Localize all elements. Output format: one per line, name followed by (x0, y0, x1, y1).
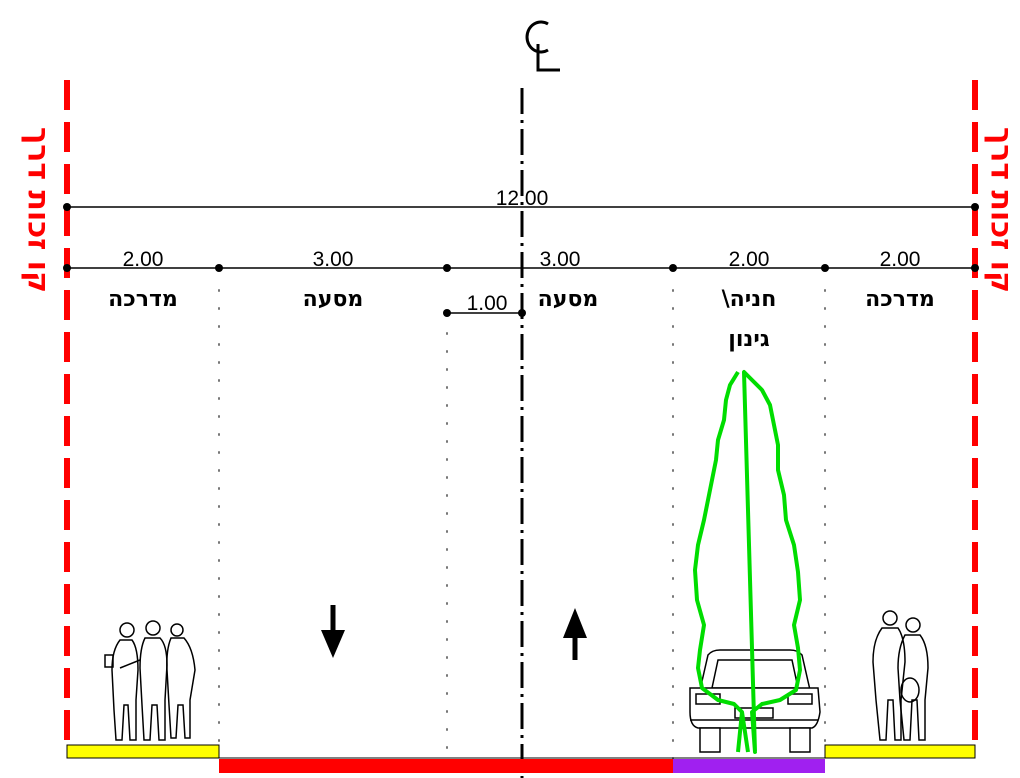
lane-name-5: מדרכה (865, 287, 935, 312)
sidewalk-left-band (66, 744, 220, 759)
lane-separators (218, 289, 826, 761)
roadway-band (219, 759, 673, 773)
total-width-label: 12.00 (496, 187, 549, 210)
lane-name-1: מדרכה (108, 287, 178, 312)
pedestrians-right-icon (872, 610, 929, 741)
lane-width-3: 3.00 (540, 248, 581, 271)
tree-icon (693, 370, 802, 754)
lane-width-1: 2.00 (123, 248, 164, 271)
lane-name-3: מסעה (538, 287, 599, 312)
parking-band (673, 759, 825, 773)
centerline-symbol (525, 20, 560, 72)
sidewalk-right-band (824, 744, 976, 759)
lane-name-4: חניה\ (722, 287, 777, 312)
pedestrians-left-icon (104, 620, 196, 741)
lane-width-4: 2.00 (729, 248, 770, 271)
row-label-left: קו זכות דרך (21, 127, 56, 293)
lane-name-4b: גינון (728, 327, 770, 352)
offset-dimension-line (443, 309, 526, 317)
arrow-down-icon (321, 605, 345, 658)
lane-name-2: מסעה (303, 287, 364, 312)
total-dimension-line (63, 203, 979, 211)
lane-width-5: 2.00 (880, 248, 921, 271)
offset-dimension-label: 1.00 (467, 292, 508, 315)
row-label-right: קו זכות דרך (984, 127, 1019, 293)
lane-dimension-line (63, 264, 979, 272)
lane-width-2: 3.00 (313, 248, 354, 271)
arrow-up-icon (563, 608, 587, 660)
